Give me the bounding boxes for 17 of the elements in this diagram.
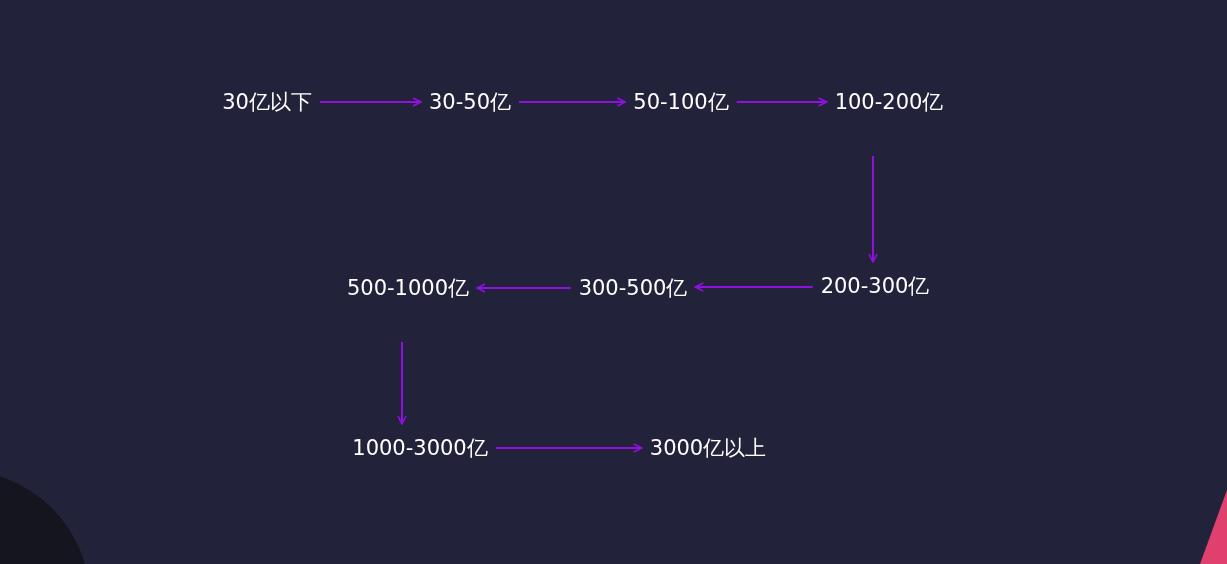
range-label: 300-500亿 [578,276,688,300]
arrow [476,283,572,293]
range-label: 50-100亿 [633,90,729,114]
range-label: 30-50亿 [429,90,511,114]
arrow [868,155,878,263]
range-label: 30亿以下 [222,90,312,114]
range-label: 1000-3000亿 [352,436,488,460]
range-label: 500-1000亿 [346,276,470,300]
range-label: 200-300亿 [820,274,930,298]
range-label: 100-200亿 [834,90,944,114]
range-label: 3000亿以上 [649,436,767,460]
arrow [318,97,422,107]
arrow [735,97,828,107]
arrow [397,341,407,425]
arrow [694,282,814,292]
arrow [494,443,643,453]
arrow [518,97,627,107]
